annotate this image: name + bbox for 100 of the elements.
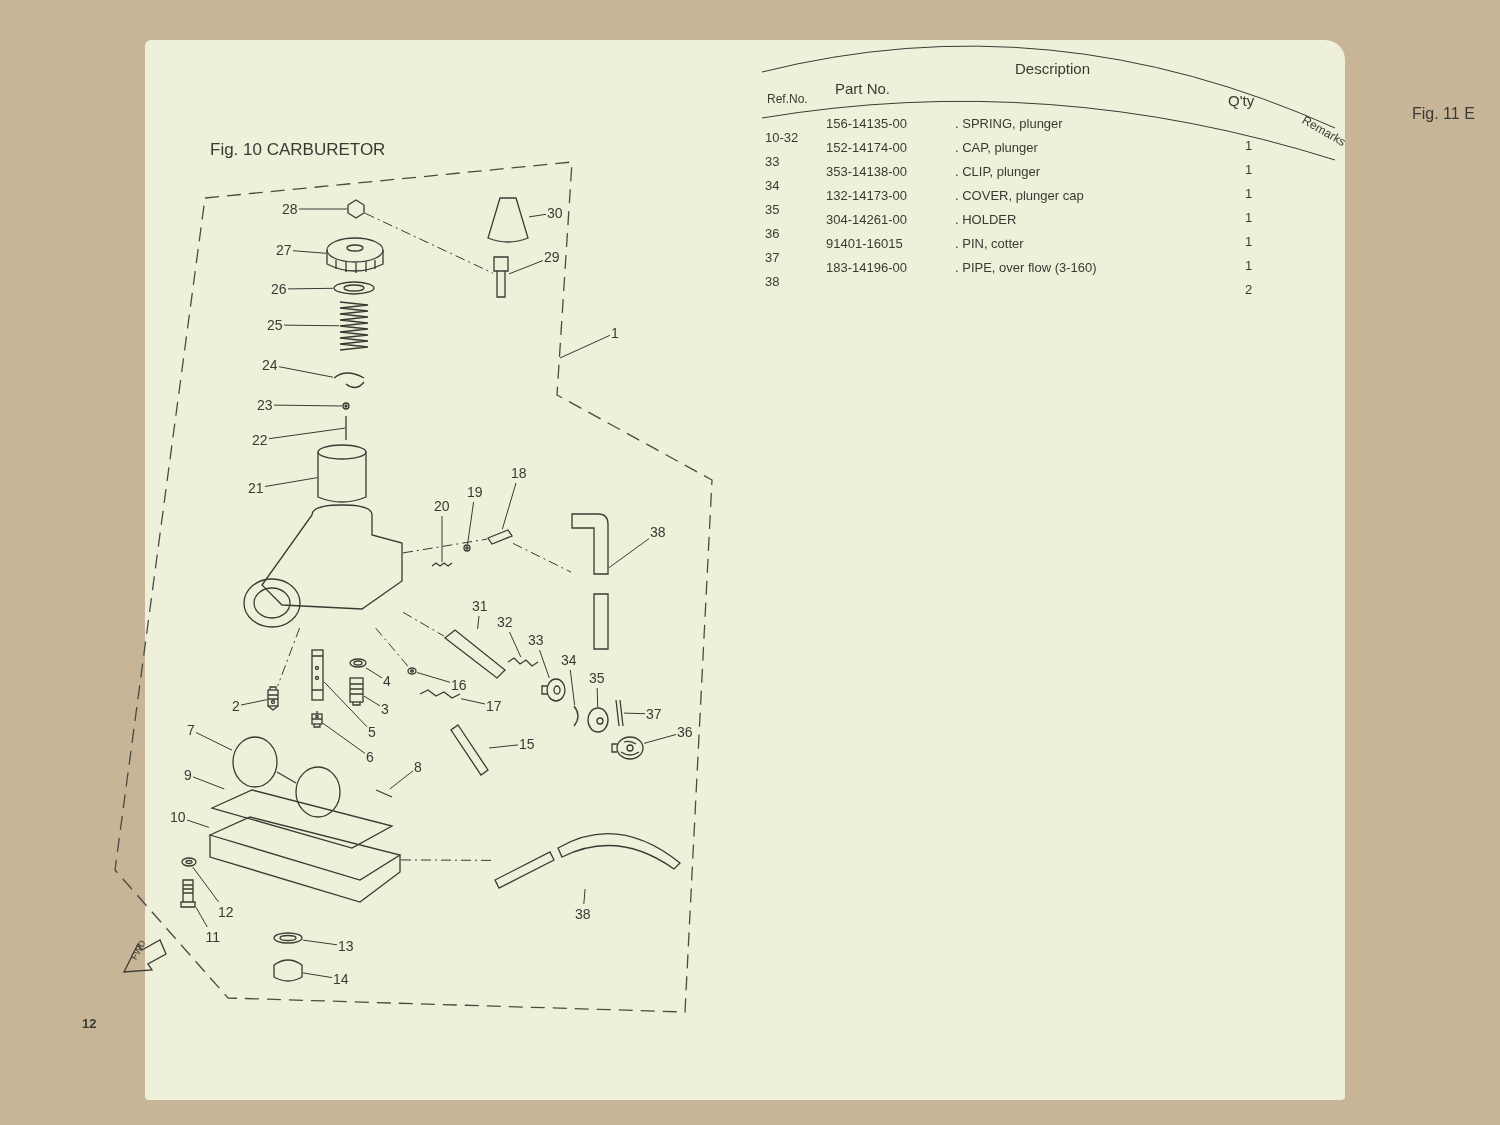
jet-drawing <box>349 677 364 706</box>
forward-label: FWD <box>129 938 148 962</box>
table-cell: . CLIP, plunger <box>955 164 1041 179</box>
callout-number: 23 <box>257 396 273 414</box>
table-cell: 38 <box>765 274 780 289</box>
needle-drawing <box>345 415 347 441</box>
plunger-drawing <box>443 629 506 679</box>
callout-number: 30 <box>547 204 563 222</box>
clip-drawing <box>573 705 579 727</box>
callout-number: 27 <box>276 241 292 259</box>
callout-number: 7 <box>187 721 195 739</box>
cotter-pin-drawing <box>615 699 624 727</box>
callout-number: 20 <box>434 497 450 515</box>
callout-number: 14 <box>333 970 349 988</box>
callout-number: 2 <box>232 697 240 715</box>
callout-number: 31 <box>472 597 488 615</box>
leader-line <box>195 906 208 928</box>
cap-drawing <box>541 678 566 702</box>
table-cell: 36 <box>765 226 780 241</box>
leader-line <box>192 866 220 903</box>
table-cell: 91401-16015 <box>826 236 903 251</box>
gasket-drawing <box>210 789 394 849</box>
callout-number: 38 <box>650 523 666 541</box>
column-header: Description <box>1015 60 1091 77</box>
table-cell: 132-14173-00 <box>826 188 907 203</box>
column-header: Q'ty <box>1228 92 1255 109</box>
callout-number: 6 <box>366 748 374 766</box>
table-cell: . PIN, cotter <box>955 236 1024 251</box>
leader-line <box>302 972 333 979</box>
leader-line <box>441 515 443 563</box>
alignment-line <box>512 542 572 573</box>
alignment-line <box>375 627 410 668</box>
table-cell: 1 <box>1245 162 1253 177</box>
callout-number: 18 <box>511 464 527 482</box>
leader-line <box>477 615 480 630</box>
leader-line <box>195 732 233 751</box>
carburetor-body-drawing <box>243 504 403 628</box>
table-cell: 37 <box>765 250 780 265</box>
nut-drawing <box>347 199 365 219</box>
table-cell: 304-14261-00 <box>826 212 907 227</box>
callout-number: 4 <box>383 672 391 690</box>
alignment-line <box>364 212 494 274</box>
throttle-valve-drawing <box>317 444 367 503</box>
callout-number: 12 <box>218 903 234 921</box>
leader-line <box>501 482 517 530</box>
screw-drawing <box>180 879 196 908</box>
washer-drawing <box>333 281 375 295</box>
ring-drawing <box>342 402 350 410</box>
callout-number: 21 <box>248 479 264 497</box>
table-cell: . COVER, plunger cap <box>955 188 1084 203</box>
leader-line <box>460 698 486 705</box>
table-cell: 1 <box>1245 234 1253 249</box>
table-cell: 34 <box>765 178 780 193</box>
callout-number: 10 <box>170 808 186 826</box>
callout-number: 3 <box>381 700 389 718</box>
leader-line <box>323 681 368 728</box>
callout-number: 28 <box>282 200 298 218</box>
callout-number: 25 <box>267 316 283 334</box>
alignment-line <box>277 627 301 687</box>
holder-drawing <box>611 736 644 760</box>
spring-drawing <box>339 301 369 351</box>
table-cell: 33 <box>765 154 780 169</box>
callout-number: 16 <box>451 676 467 694</box>
leader-line <box>322 722 366 754</box>
leader-line <box>467 501 475 545</box>
table-cell: 10-32 <box>765 130 799 145</box>
callout-number: 5 <box>368 723 376 741</box>
table-cell: . SPRING, plunger <box>955 116 1063 131</box>
leader-line <box>509 631 522 658</box>
cap-drawing <box>326 237 384 274</box>
column-header: Part No. <box>835 80 891 97</box>
callout-number: 35 <box>589 669 605 687</box>
table-cell: 156-14135-00 <box>826 116 907 131</box>
leader-line <box>608 538 650 569</box>
callout-number: 9 <box>184 766 192 784</box>
table-cell: 2 <box>1245 282 1253 297</box>
float-drawing <box>232 736 341 818</box>
callout-number: 26 <box>271 280 287 298</box>
clip-drawing <box>333 372 365 389</box>
callout-number: 34 <box>561 651 577 669</box>
callout-number: 37 <box>646 705 662 723</box>
leader-line <box>559 334 611 359</box>
leader-line <box>264 477 318 487</box>
table-cell: 152-14174-00 <box>826 140 907 155</box>
leader-line <box>539 649 550 679</box>
leader-line <box>268 427 346 440</box>
leader-line <box>569 669 576 706</box>
table-cell: 35 <box>765 202 780 217</box>
callout-number: 33 <box>528 631 544 649</box>
leader-line <box>488 744 519 749</box>
alignment-line <box>402 611 445 637</box>
leader-line <box>298 208 348 210</box>
callout-number: 32 <box>497 613 513 631</box>
spring-drawing <box>419 689 461 699</box>
o-ring-drawing <box>407 667 417 675</box>
leader-line <box>416 672 451 683</box>
leader-line <box>273 404 343 407</box>
pipe-drawing <box>571 513 609 650</box>
table-cell: . CAP, plunger <box>955 140 1038 155</box>
leader-line <box>365 667 383 679</box>
